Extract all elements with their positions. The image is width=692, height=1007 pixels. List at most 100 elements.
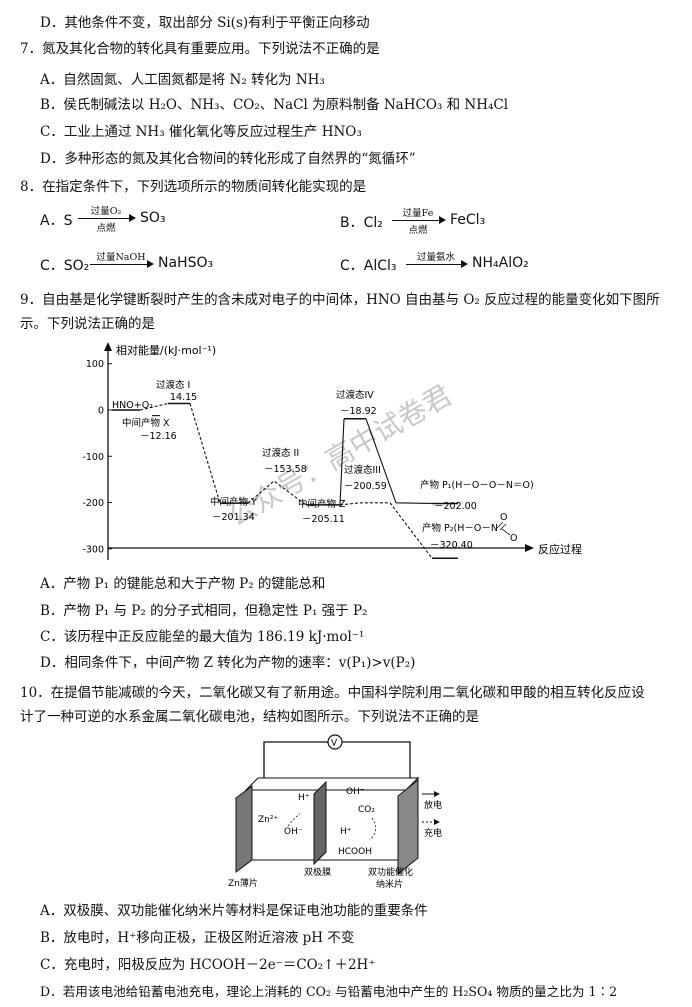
p2-oxygen-top: O — [500, 512, 507, 523]
q9-option-c: C．该历程中正反应能垒的最大值为 186.19 kJ·mol⁻¹ — [40, 629, 365, 645]
zn-ion: Zn²⁺ — [258, 815, 278, 825]
q10-option-c: C．充电时，阳极反应为 HCOOH－2e⁻＝CO₂↑＋2H⁺ — [40, 957, 376, 973]
q8-b-arrow — [392, 216, 446, 224]
q9-stem-line2: 示。下列说法正确的是 — [20, 316, 155, 332]
discharge-label: 放电 — [424, 799, 442, 811]
p1-label: 产物 P₁(H－O－O－N＝O) — [420, 479, 534, 491]
q8-a-condition-under: 点燃 — [96, 223, 116, 234]
q9-option-b: B．产物 P₁ 与 P₂ 的分子式相同，但稳定性 P₁ 强于 P₂ — [40, 603, 368, 619]
energy-profile-chart: 相对能量/(kJ·mol⁻¹) 反应过程 100 0 -100 -200 -300 HN… — [82, 342, 582, 560]
y-tick-label: -300 — [82, 544, 104, 555]
cell-top — [244, 777, 420, 791]
q8-c-product: NaHSO₃ — [158, 255, 214, 271]
ts4-value: －18.92 — [340, 406, 377, 417]
y-axis-arrowhead — [104, 342, 112, 351]
ts3-value: －200.59 — [344, 481, 387, 492]
catalyst-plate — [397, 778, 419, 876]
q7-option-c: C．工业上通过 NH₃ 催化氧化等反应过程生产 HNO₃ — [40, 124, 362, 140]
p2-value: －320.40 — [430, 540, 473, 551]
q8-d-arrow — [406, 260, 468, 268]
energy-path — [139, 402, 433, 559]
z-value: －205.11 — [302, 514, 345, 525]
ts2-label: 过渡态 II — [262, 447, 299, 459]
x-value: －12.16 — [140, 431, 177, 442]
q8-b-product: FeCl₃ — [450, 212, 486, 228]
discharge-arrowhead — [434, 791, 440, 797]
q9-option-a: A．产物 P₁ 的键能总和大于产物 P₂ 的键能总和 — [40, 576, 326, 592]
p2-double-bond-2 — [499, 523, 507, 531]
q6-option-d: D．其他条件不变，取出部分 Si(s)有利于平衡正向移动 — [40, 15, 370, 31]
hcooh: HCOOH — [338, 847, 372, 857]
q7-stem: 7．氮及其化合物的转化具有重要应用。下列说法不正确的是 — [20, 41, 380, 57]
p2-single-bond — [501, 528, 511, 536]
y-value: －201.34 — [212, 512, 255, 523]
y-name: 中间产物 Y — [210, 496, 257, 508]
q8-d-reactant: C．AlCl₃ — [340, 258, 397, 274]
path-z-ts4 — [339, 418, 345, 505]
q9-option-d: D．相同条件下，中间产物 Z 转化为产物的速率：v(P₁)>v(P₂) — [40, 655, 416, 671]
q7-option-d: D．多种形态的氮及其化合物间的转化形成了自然界的“氮循环” — [40, 151, 416, 167]
ts2-value: －153.58 — [264, 464, 307, 475]
charge-arrowhead — [434, 819, 440, 825]
q10-stem-line1: 10．在提倡节能减碳的今天，二氧化碳又有了新用途。中国科学院利用二氧化碳和甲酸的… — [20, 685, 645, 701]
path-ts1-y — [189, 403, 221, 504]
charge-label: 充电 — [424, 827, 442, 839]
z-name: 中间产物 Z — [298, 498, 346, 510]
h-ion-mid: H⁺ — [340, 827, 352, 837]
q10-option-a: A．双极膜、双功能催化纳米片等材料是保证电池功能的重要条件 — [40, 903, 428, 919]
oh-left: OH⁻ — [284, 827, 303, 837]
y-tick-label: 100 — [86, 359, 104, 370]
q10-stem-line2: 计了一种可逆的水系金属二氧化碳电池，结构如图所示。下列说法不正确的是 — [20, 709, 479, 725]
q7-option-b: B．侯氏制碱法以 H₂O、NH₃、CO₂、NaCl 为原料制备 NaHCO₃ 和… — [40, 97, 509, 113]
q8-a-arrow — [78, 214, 136, 222]
q8-c-reactant: C．SO₂ — [40, 258, 90, 274]
q8-a-reactant: A．S — [40, 213, 73, 229]
ts1-label: 过渡态 I — [156, 379, 190, 391]
q8-d-product: NH₄AlO₂ — [472, 255, 529, 271]
q8-d-condition-over: 过量氨水 — [416, 252, 455, 263]
q8-b-reactant: B．Cl₂ — [340, 215, 383, 231]
y-tick-label: -100 — [82, 452, 104, 463]
ts4-label: 过渡态IV — [336, 389, 374, 401]
ts1-value: 14.15 — [170, 392, 197, 403]
q8-a-product: SO₃ — [140, 210, 166, 226]
x-axis-arrowhead — [525, 544, 534, 552]
catalyst-label-1: 双功能催化 — [368, 866, 413, 878]
y-tick-label: -200 — [82, 498, 104, 509]
battery-diagram: V Zn²⁺ OH⁻ H⁺ OH⁻ CO₂ H⁺ HCOOH 放电 充电 Zn薄… — [228, 734, 442, 890]
h-ion-top: H⁺ — [298, 793, 310, 803]
q10-option-b: B．放电时，H⁺移向正极，正极区附近溶液 pH 不变 — [40, 930, 355, 946]
voltmeter — [327, 734, 343, 750]
oh-right: OH⁻ — [346, 787, 365, 797]
zn-plate-label: Zn薄片 — [228, 877, 258, 889]
q10-option-d: D．若用该电池给铅蓄电池充电，理论上消耗的 CO₂ 与铅蓄电池中产生的 H₂SO… — [40, 984, 618, 999]
path-y-ts2-z — [247, 480, 307, 506]
x-axis-label: 反应过程 — [538, 542, 582, 556]
path-ts3-p2 — [339, 502, 433, 559]
q8-stem: 8．在指定条件下，下列选项所示的物质间转化能实现的是 — [20, 179, 367, 195]
voltmeter-label: V — [331, 739, 338, 749]
q9-stem-line1: 9．自由基是化学键断裂时产生的含未成对电子的中间体，HNO 自由基与 O₂ 反应… — [20, 292, 660, 308]
q7-option-a: A．自然固氮、人工固氮都是将 N₂ 转化为 NH₃ — [40, 72, 325, 88]
bipolar-membrane — [313, 780, 327, 866]
membrane-label: 双极膜 — [304, 866, 331, 878]
ts3-label: 过渡态III — [344, 464, 381, 476]
energy-levels — [112, 402, 458, 559]
p2-oxygen-bottom: O — [510, 533, 517, 544]
q8-c-condition-over: 过量NaOH — [96, 252, 146, 263]
y-tick-label: 0 — [98, 406, 104, 417]
p1-value: －202.00 — [434, 501, 477, 512]
oh-arrow — [287, 813, 301, 827]
p2-label: 产物 P₂(H－O－N — [422, 522, 498, 534]
start-label: HNO+O₂ — [112, 400, 153, 411]
p2-double-bond-1 — [496, 521, 504, 529]
co2-cycle-arrow — [369, 817, 376, 841]
q8-a-condition-over: 过量O₂ — [90, 206, 122, 217]
zn-plate — [235, 785, 253, 873]
q8-c-arrow — [90, 260, 154, 268]
catalyst-label-2: 纳米片 — [376, 878, 403, 890]
y-axis-label: 相对能量/(kJ·mol⁻¹) — [116, 343, 216, 357]
x-name: 中间产物 X — [122, 417, 170, 429]
path-ts4-p1 — [365, 418, 433, 505]
q8-b-condition-under: 点燃 — [408, 225, 428, 236]
